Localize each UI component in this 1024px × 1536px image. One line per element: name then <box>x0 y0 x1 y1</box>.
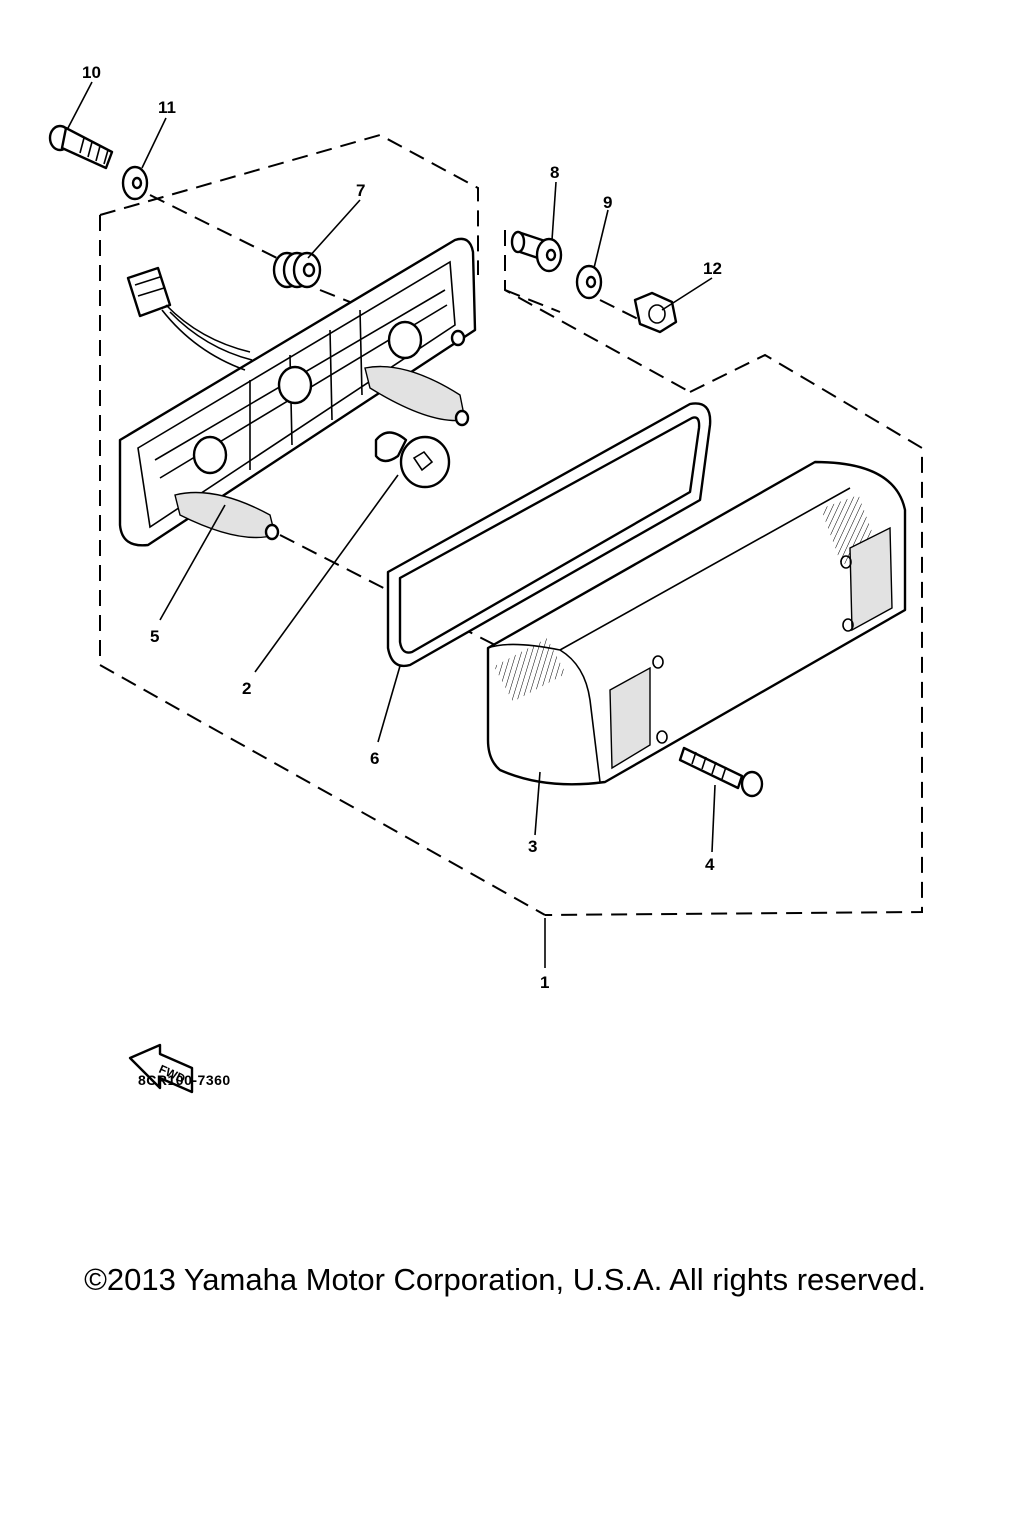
leader-lines <box>67 81 716 968</box>
screw <box>678 746 764 798</box>
callout-9: 9 <box>603 193 612 212</box>
nut-alignment-line <box>504 289 641 321</box>
callout-1: 1 <box>540 973 549 992</box>
tail-light-base-plate <box>118 237 477 547</box>
washer <box>121 165 149 201</box>
gasket <box>386 402 712 668</box>
callout-7: 7 <box>356 181 365 200</box>
wire-harness-connector <box>126 266 253 371</box>
flange-nut <box>633 291 678 334</box>
bolt-alignment-line <box>149 194 371 311</box>
bulb <box>374 431 451 489</box>
callout-4: 4 <box>705 855 715 874</box>
diagram-code: 8CR100-7360 <box>138 1072 231 1088</box>
callout-12: 12 <box>703 259 722 278</box>
washer-nut <box>575 264 603 300</box>
callout-5: 5 <box>150 627 159 646</box>
callout-2: 2 <box>242 679 251 698</box>
collar <box>510 230 563 273</box>
copyright-text: ©2013 Yamaha Motor Corporation, U.S.A. A… <box>84 1262 926 1297</box>
flange-bolt <box>48 124 114 170</box>
assembly-boundary-right <box>544 353 923 916</box>
callout-8: 8 <box>550 163 559 182</box>
lens <box>486 460 907 786</box>
callout-11: 11 <box>158 98 176 117</box>
grommet <box>272 251 322 289</box>
callout-3: 3 <box>528 837 537 856</box>
callout-10: 10 <box>82 63 101 82</box>
callout-6: 6 <box>370 749 379 768</box>
